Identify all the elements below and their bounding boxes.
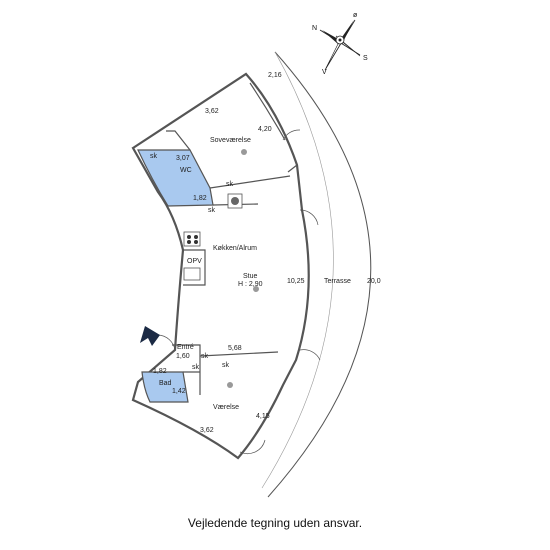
compass-s-label: S xyxy=(363,55,368,62)
living-label: Stue xyxy=(243,273,258,280)
wc-room xyxy=(137,149,214,207)
ceiling-point-room xyxy=(227,382,233,388)
entry-label: Entré xyxy=(177,344,194,351)
compass-n-label: N xyxy=(312,25,317,32)
storage-label-5: sk xyxy=(192,364,200,371)
bath-room xyxy=(141,371,189,403)
terrace-label: Terrasse xyxy=(324,278,351,285)
ceiling-point-bedroom xyxy=(241,149,247,155)
room-bottom-dim: 3,62 xyxy=(200,427,214,434)
disclaimer-text: Vejledende tegning uden ansvar. xyxy=(187,516,363,530)
storage-label-6: sk xyxy=(222,362,230,369)
terrace-length-dim: 20,0 xyxy=(367,278,381,285)
apartment-outer-wall xyxy=(131,72,310,460)
ceiling-point-living xyxy=(253,286,259,292)
bedroom-top-dim: 3,62 xyxy=(205,108,219,115)
terrace-inner-line xyxy=(261,51,334,489)
room-side-dim: 4,15 xyxy=(256,413,270,420)
bedroom-side-dim: 4,20 xyxy=(258,126,272,133)
internal-walls xyxy=(166,82,298,395)
bath-width-dim: 1,82 xyxy=(153,368,167,375)
entry-arrow xyxy=(140,326,160,346)
bedroom-label: Soveværelse xyxy=(210,137,251,144)
compass-oe-label: ø xyxy=(353,12,358,19)
wc-width-dim: 3,07 xyxy=(176,155,190,162)
wc-bottom-dim: 1,82 xyxy=(193,195,207,202)
compass-v-label: V xyxy=(322,69,327,76)
terrace-outer-dim: 2,16 xyxy=(268,72,282,79)
ceiling-height-label: H : 2,90 xyxy=(238,281,263,288)
room-label: Værelse xyxy=(213,404,239,411)
storage-label-1: sk xyxy=(226,181,234,188)
kitchen-label: Køkken/Alrum xyxy=(213,245,257,252)
bath-label: Bad xyxy=(159,380,172,387)
storage-label-4: sk xyxy=(201,353,209,360)
bath-depth-dim: 1,42 xyxy=(172,388,186,395)
living-length-dim: 10,25 xyxy=(287,278,305,285)
storage-label-3: sk xyxy=(150,153,158,160)
terrace-outline xyxy=(267,51,372,498)
storage-label-2: sk xyxy=(208,207,216,214)
entry-dim-1: 1,60 xyxy=(176,353,190,360)
compass-rose: N ø S V xyxy=(312,12,368,76)
opv-label: OPV xyxy=(187,258,202,265)
kitchen-counter xyxy=(183,193,243,281)
wc-label: WC xyxy=(180,167,192,174)
entry-dim-2: 5,68 xyxy=(228,345,242,352)
